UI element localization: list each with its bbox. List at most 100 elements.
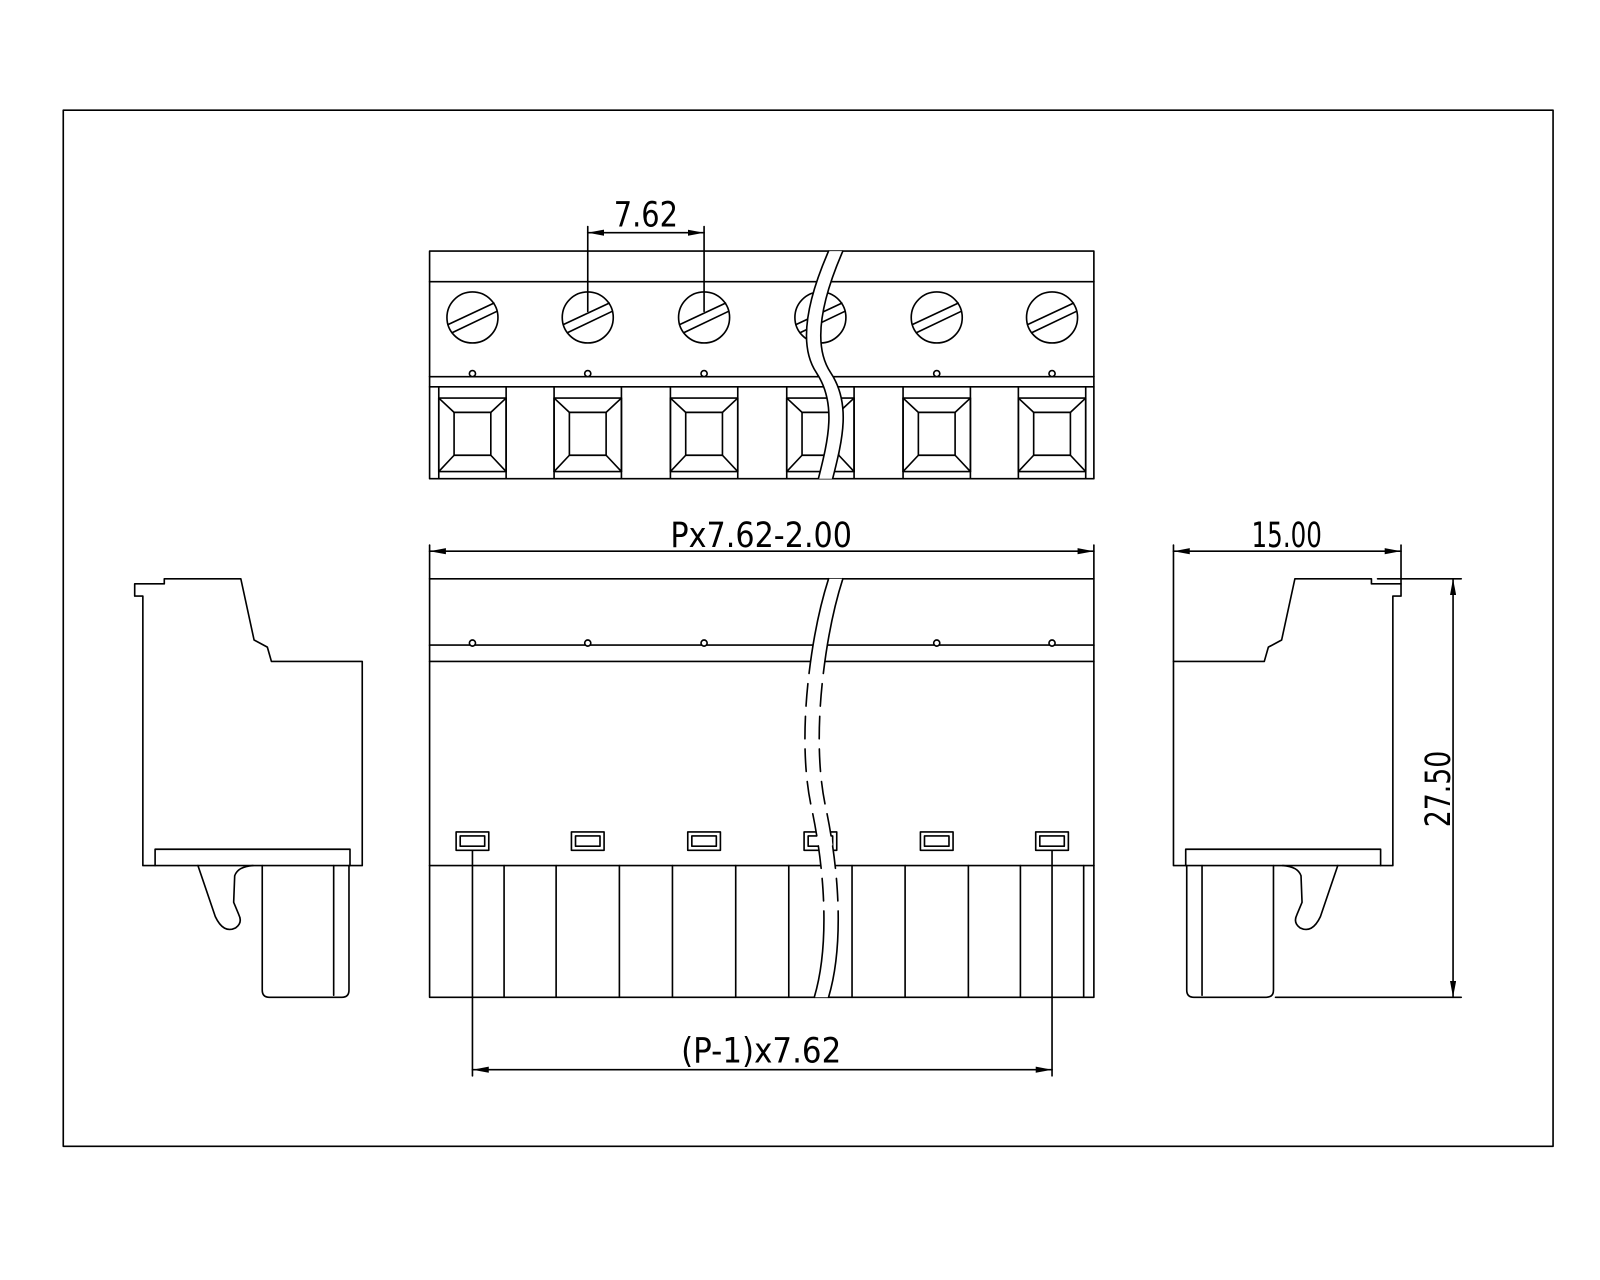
overall-length-label: Px7.62-2.00: [670, 516, 852, 556]
screw-head: [910, 291, 964, 344]
opening-funnel-edge: [1069, 397, 1087, 414]
test-hole-inner: [691, 835, 718, 848]
opening-funnel-edge: [669, 454, 687, 473]
opening-funnel-edge: [1017, 397, 1035, 414]
pole-marker-bump: [583, 369, 592, 378]
front-view-pole: [671, 639, 737, 999]
test-hole-inner: [574, 835, 601, 848]
wire-entry-opening: [553, 386, 623, 480]
opening-funnel-edge: [669, 397, 687, 414]
screw-slot-line: [678, 302, 727, 326]
front-view-break-line-left: [804, 577, 830, 999]
screw-slot-line: [566, 310, 614, 334]
pin-housing: [261, 864, 350, 999]
opening-inner-frame: [684, 411, 724, 457]
opening-inner-frame: [568, 411, 607, 457]
pole-marker-bump: [468, 369, 477, 378]
opening-funnel-edge: [553, 454, 571, 473]
pin-span-dimension: [471, 849, 1053, 1077]
pole-marker-bump: [700, 369, 708, 378]
opening-funnel-edge: [437, 454, 455, 473]
pin-span-label: (P-1)x7.62: [681, 1032, 841, 1072]
test-hole-inner: [1038, 835, 1066, 848]
pole-marker-bump: [700, 639, 708, 647]
opening-funnel-edge: [902, 397, 920, 414]
screw-slot-line: [682, 310, 730, 334]
overall-length-dimension: [428, 544, 1095, 580]
opening-funnel-edge: [785, 397, 803, 414]
pole-marker-bump: [932, 639, 941, 647]
opening-outer-frame: [669, 397, 739, 473]
pole-marker-bump: [1048, 369, 1056, 378]
pole-marker-bump: [468, 639, 477, 647]
side-view-outline: [133, 577, 364, 867]
depth-dimension: [1172, 544, 1402, 663]
top-view-break-gap: [806, 251, 844, 479]
opening-inner-frame: [453, 411, 492, 457]
screw-slot-line: [1026, 302, 1075, 326]
opening-funnel-edge: [490, 454, 507, 473]
opening-funnel-edge: [1069, 454, 1087, 473]
opening-inner-frame: [917, 411, 956, 457]
opening-funnel-edge: [490, 397, 507, 414]
opening-funnel-edge: [954, 454, 972, 473]
opening-funnel-edge: [1017, 454, 1035, 473]
wire-entry-opening: [669, 386, 739, 480]
depth-label: 15.00: [1252, 516, 1322, 556]
side-view-base-rim: [154, 848, 351, 867]
drawing-lines: [62, 109, 1554, 1148]
top-view-pole: [437, 291, 507, 480]
opening-inner-frame: [1032, 411, 1072, 457]
screw-slot-line: [911, 302, 959, 326]
top-view-break: [805, 250, 845, 480]
wire-entry-opening: [437, 386, 507, 480]
latch-hook: [197, 864, 254, 931]
drawing-frame: [62, 109, 1554, 1148]
opening-funnel-edge: [437, 397, 455, 414]
test-hole: [686, 831, 722, 852]
height-dimension: [1274, 577, 1463, 999]
opening-outer-frame: [1017, 397, 1087, 473]
top-view-body: [428, 250, 1095, 480]
pitch-dimension: [586, 225, 705, 313]
front-view-body: [428, 577, 1095, 999]
front-view-pole: [904, 639, 970, 999]
height-label: 27.50: [1419, 751, 1459, 828]
front-view-pole: [1019, 639, 1085, 999]
screw-head: [446, 291, 499, 344]
pole-marker-bump: [583, 639, 592, 647]
front-view-break: [804, 577, 844, 999]
opening-funnel-edge: [721, 397, 739, 414]
wire-entry-opening: [902, 386, 972, 480]
opening-outer-frame: [437, 397, 507, 473]
pole-marker-bump: [932, 369, 941, 378]
front-view-break-line-right: [818, 577, 844, 999]
opening-funnel-edge: [785, 454, 803, 473]
screw-slot-line: [447, 302, 495, 326]
front-view-break-gap: [804, 578, 843, 998]
left-side-view: [133, 577, 364, 999]
opening-funnel-edge: [954, 397, 972, 414]
screw-slot-line: [451, 310, 498, 334]
top-view-break-line-left: [805, 250, 830, 480]
wire-entry-opening: [1017, 386, 1087, 480]
opening-funnel-edge: [605, 454, 623, 473]
screw-slot-line: [1030, 310, 1078, 334]
test-hole: [919, 831, 954, 852]
opening-funnel-edge: [553, 397, 571, 414]
test-hole-inner: [923, 835, 950, 848]
opening-funnel-edge: [605, 397, 623, 414]
opening-funnel-edge: [902, 454, 920, 473]
test-hole-inner: [459, 835, 486, 848]
opening-outer-frame: [902, 397, 972, 473]
top-view-break-line-right: [820, 250, 845, 480]
front-view-pole: [555, 639, 621, 999]
screw-slot-line: [915, 310, 963, 334]
top-view-pole: [1017, 291, 1087, 480]
opening-funnel-edge: [837, 454, 855, 473]
screw-head: [1025, 291, 1079, 344]
screw-slot-line: [562, 302, 610, 326]
opening-funnel-edge: [721, 454, 739, 473]
